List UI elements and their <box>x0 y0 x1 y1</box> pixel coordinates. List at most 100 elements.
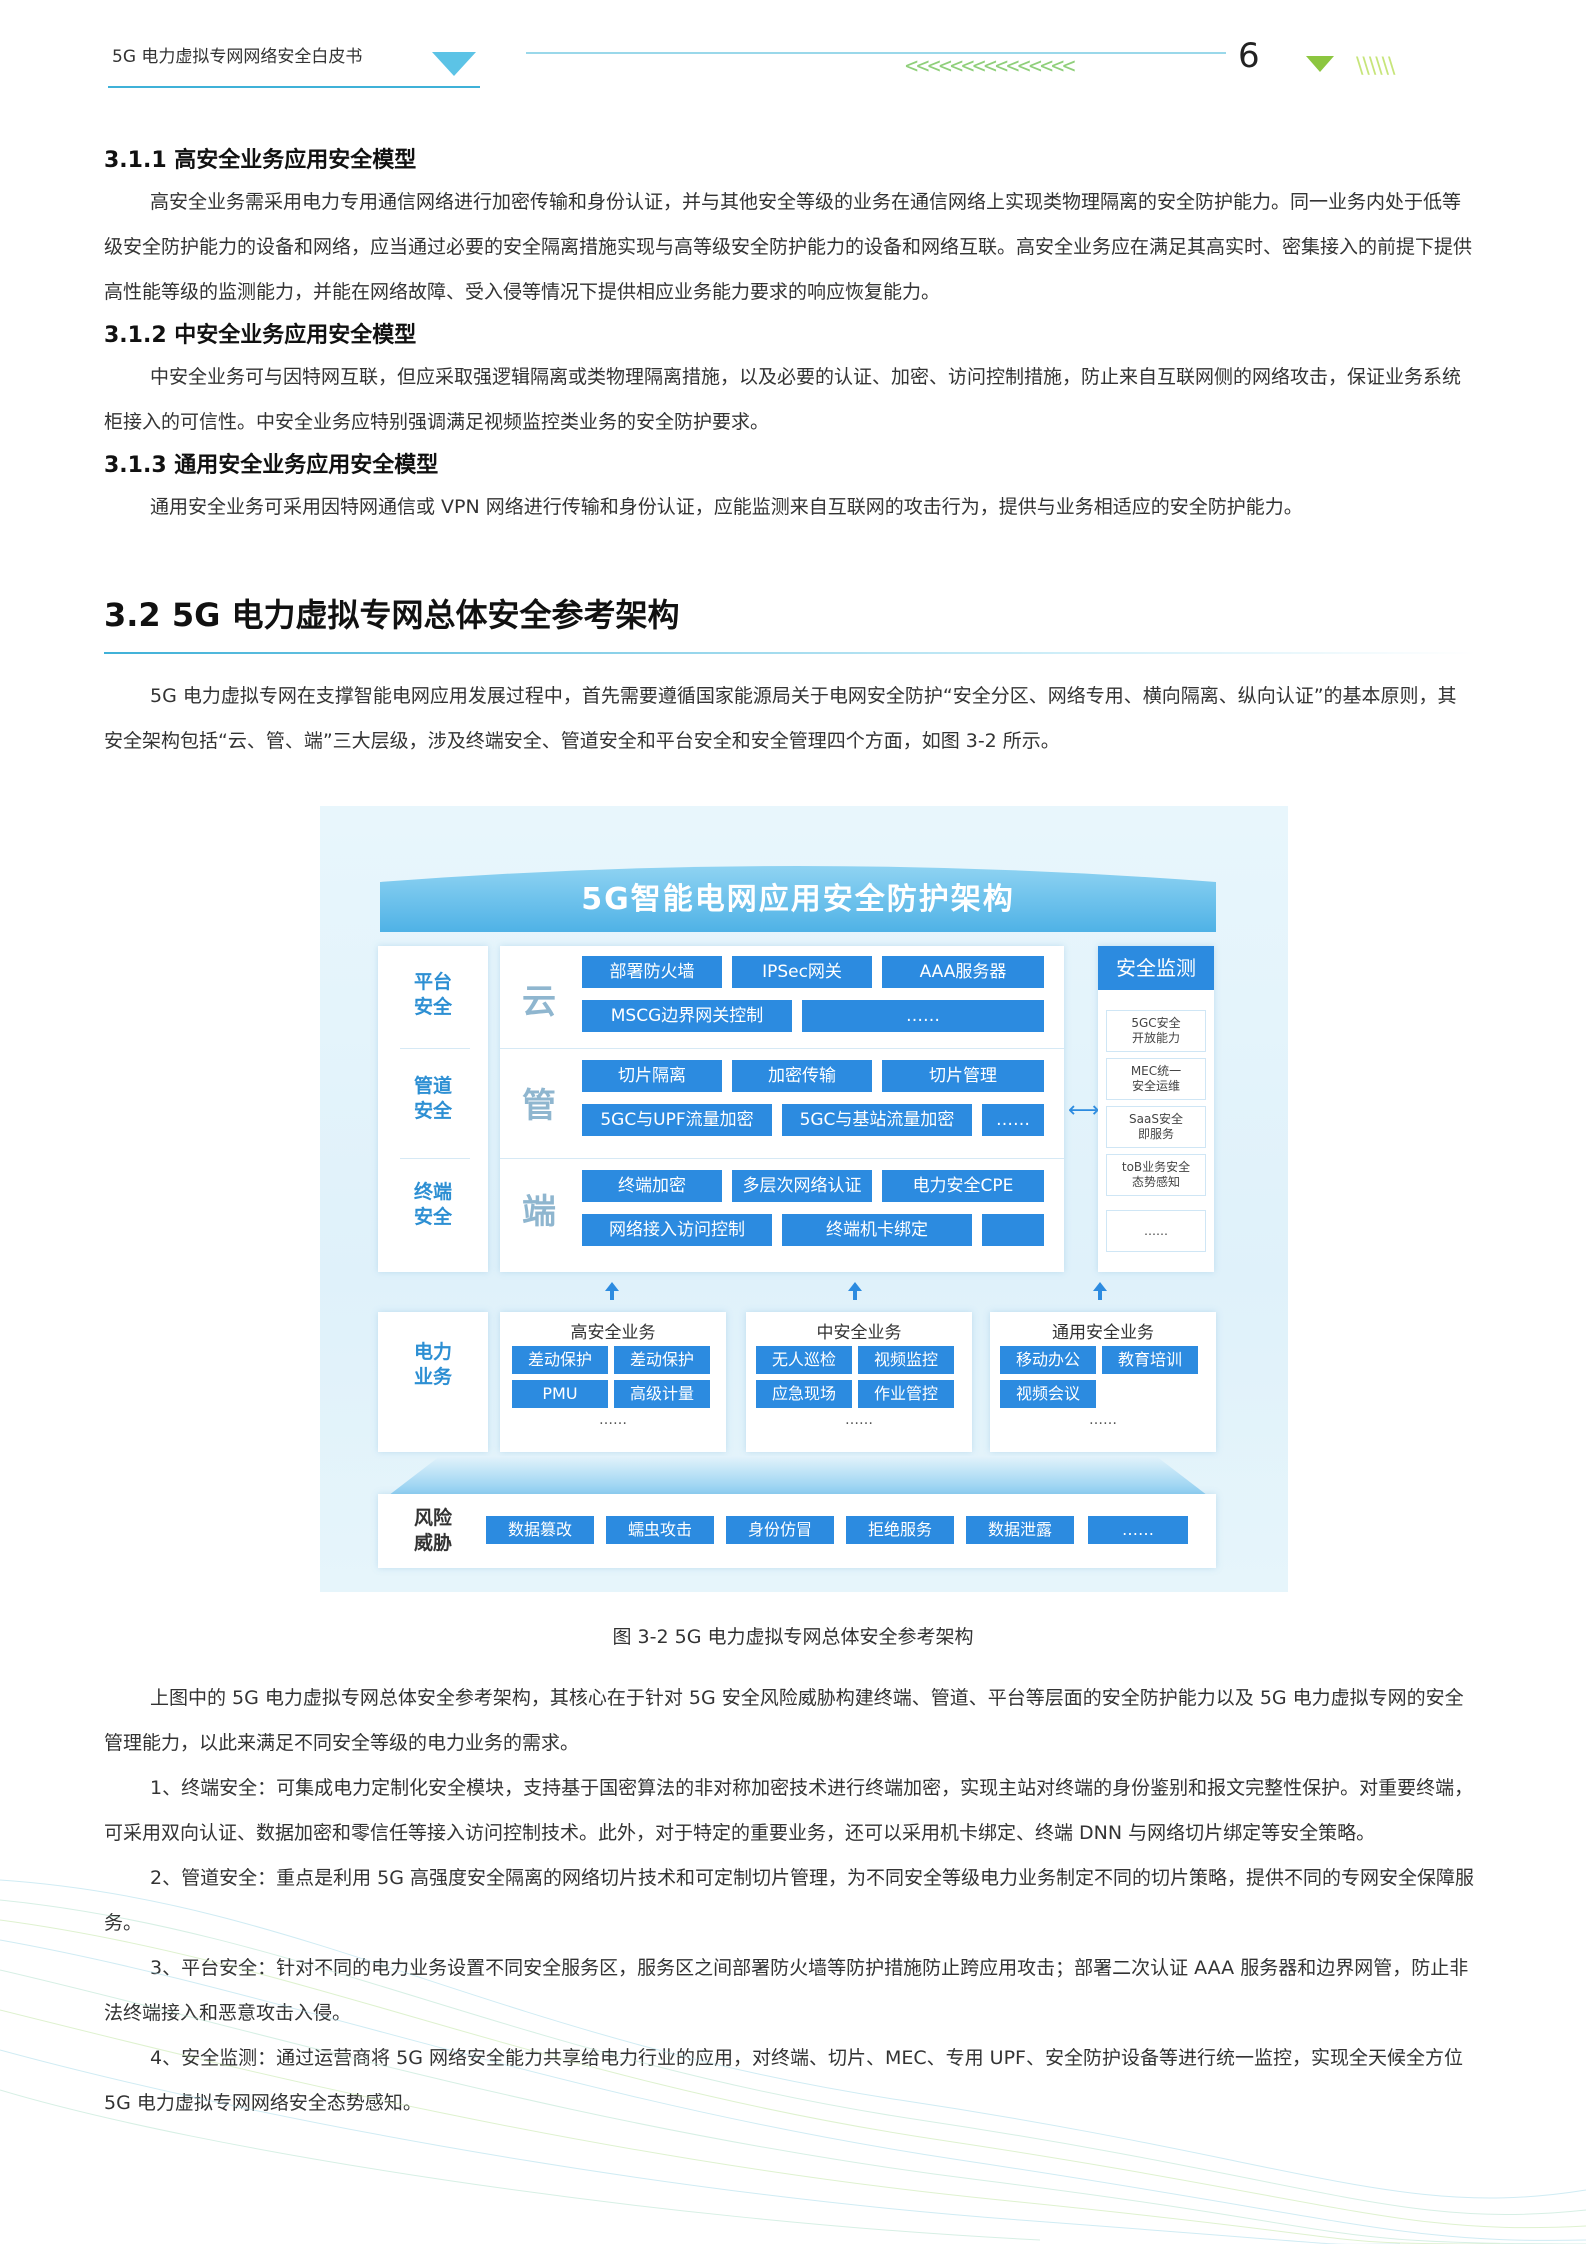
risk-glow-shape <box>380 1456 1216 1502</box>
risk-chip: 蠕虫攻击 <box>606 1516 714 1544</box>
biz-more: …… <box>599 1412 627 1428</box>
chip-aaa-server: AAA服务器 <box>882 956 1044 988</box>
chip-more: …… <box>982 1104 1044 1136</box>
biz-group-title: 中安全业务 <box>816 1323 902 1343</box>
architecture-diagram: 5G智能电网应用安全防护架构 平台 安全 管道 安全 终端 安全 云 管 端 部… <box>320 806 1288 1592</box>
row-divider <box>500 1158 1064 1159</box>
biz-chip: 作业管控 <box>858 1380 954 1408</box>
heading-3-1-3: 3.1.3 通用安全业务应用安全模型 <box>104 453 439 478</box>
header-slash-decoration: \\\\\\ <box>1356 54 1395 79</box>
layer-label-platform: 平台 安全 <box>413 971 452 1018</box>
risk-chip: 数据泄露 <box>966 1516 1074 1544</box>
risk-chip: …… <box>1088 1516 1188 1544</box>
paragraph: 通用安全业务可采用因特网通信或 VPN 网络进行传输和身份认证，应能监测来自互联… <box>150 496 1303 518</box>
biz-more: …… <box>845 1412 873 1428</box>
paragraph: 2、管道安全：重点是利用 5G 高强度安全隔离的网络切片技术和可定制切片管理，为… <box>104 1867 1474 1934</box>
chip-5gc-base: 5GC与基站流量加密 <box>782 1104 972 1136</box>
chip-more: …… <box>802 1000 1044 1032</box>
section-3-1-3: 3.1.3 通用安全业务应用安全模型 通用安全业务可采用因特网通信或 VPN 网… <box>104 447 1474 530</box>
chip-power-cpe: 电力安全CPE <box>882 1170 1044 1202</box>
risk-chip: 数据篡改 <box>486 1516 594 1544</box>
biz-chip: 教育培训 <box>1102 1346 1198 1374</box>
layer-label-column <box>378 946 488 1272</box>
row-divider <box>500 1048 1064 1049</box>
arrow-up-icon <box>1093 1282 1107 1291</box>
chip-slice-isolation: 切片隔离 <box>582 1060 722 1092</box>
chip-slice-management: 切片管理 <box>882 1060 1044 1092</box>
risk-label: 风险 威胁 <box>413 1507 452 1554</box>
chip-ipsec-gateway: IPSec网关 <box>732 956 872 988</box>
chip-multi-auth: 多层次网络认证 <box>732 1170 872 1202</box>
monitor-item: toB业务安全 态势感知 <box>1106 1154 1206 1196</box>
chip-blank <box>982 1214 1044 1246</box>
section-3-1-1: 3.1.1 高安全业务应用安全模型 高安全业务需采用电力专用通信网络进行加密传输… <box>104 142 1474 315</box>
paragraph: 高安全业务需采用电力专用通信网络进行加密传输和身份认证，并与其他安全等级的业务在… <box>104 191 1473 303</box>
chip-encrypted-transport: 加密传输 <box>732 1060 872 1092</box>
monitor-item: MEC统一 安全运维 <box>1106 1058 1206 1100</box>
layer-label-terminal: 终端 安全 <box>413 1181 452 1228</box>
chip-5gc-upf: 5GC与UPF流量加密 <box>582 1104 772 1136</box>
biz-group-title: 通用安全业务 <box>1052 1323 1154 1343</box>
chip-firewall: 部署防火墙 <box>582 956 722 988</box>
paragraph: 4、安全监测：通过运营商将 5G 网络安全能力共享给电力行业的应用，对终端、切片… <box>104 2047 1463 2114</box>
arrow-stem <box>853 1291 857 1300</box>
biz-chip: 移动办公 <box>1000 1346 1096 1374</box>
biz-chip: 差动保护 <box>614 1346 710 1374</box>
risk-chip: 拒绝服务 <box>846 1516 954 1544</box>
chip-mscg: MSCG边界网关控制 <box>582 1000 792 1032</box>
arrow-up-icon <box>848 1282 862 1291</box>
heading-3-2: 3.2 5G 电力虚拟专网总体安全参考架构 <box>104 596 680 634</box>
pipe-glyph: 管 <box>522 1086 556 1126</box>
arrow-stem <box>610 1291 614 1300</box>
biz-chip: 视频会议 <box>1000 1380 1096 1408</box>
risk-chip: 身份仿冒 <box>726 1516 834 1544</box>
chip-sim-binding: 终端机卡绑定 <box>782 1214 972 1246</box>
layer-label-pipe: 管道 安全 <box>413 1075 452 1122</box>
heading-3-1-1: 3.1.1 高安全业务应用安全模型 <box>104 148 417 173</box>
biz-chip: 差动保护 <box>512 1346 608 1374</box>
monitor-item: SaaS安全 即服务 <box>1106 1106 1206 1148</box>
biz-chip: PMU <box>512 1380 608 1408</box>
biz-chip: 视频监控 <box>858 1346 954 1374</box>
monitor-item: 5GC安全 开放能力 <box>1106 1010 1206 1052</box>
diagram-banner-title: 5G智能电网应用安全防护架构 <box>581 882 1015 917</box>
double-arrow-icon: ⟷ <box>1068 1098 1100 1123</box>
biz-more: …… <box>1089 1412 1117 1428</box>
paragraph: 中安全业务可与因特网互联，但应采取强逻辑隔离或类物理隔离措施，以及必要的认证、加… <box>104 366 1462 433</box>
terminal-glyph: 端 <box>522 1192 556 1232</box>
arrow-stem <box>1098 1291 1102 1300</box>
header-rule-right <box>526 52 1226 54</box>
power-biz-label-box <box>378 1312 488 1452</box>
heading-underline <box>104 652 1476 654</box>
power-biz-label: 电力 业务 <box>413 1341 452 1388</box>
paragraph: 1、终端安全：可集成电力定制化安全模块，支持基于国密算法的非对称加密技术进行终端… <box>104 1777 1474 1844</box>
paragraph: 3、平台安全：针对不同的电力业务设置不同安全服务区，服务区之间部署防火墙等防护措… <box>104 1957 1469 2024</box>
row-divider <box>400 1048 470 1049</box>
monitor-title: 安全监测 <box>1098 946 1214 990</box>
biz-chip: 应急现场 <box>756 1380 852 1408</box>
diagram-banner-shape <box>380 866 1216 932</box>
page-number: 6 <box>1238 36 1260 76</box>
section-3-1: 3.1.1 高安全业务应用安全模型 高安全业务需采用电力专用通信网络进行加密传输… <box>104 142 1474 530</box>
row-divider <box>400 1158 470 1159</box>
heading-3-1-2: 3.1.2 中安全业务应用安全模型 <box>104 323 417 348</box>
monitor-item: …… <box>1106 1210 1206 1252</box>
section-3-1-2: 3.1.2 中安全业务应用安全模型 中安全业务可与因特网互联，但应采取强逻辑隔离… <box>104 317 1474 445</box>
paragraph: 5G 电力虚拟专网在支撑智能电网应用发展过程中，首先需要遵循国家能源局关于电网安… <box>104 685 1457 752</box>
header-rule <box>108 86 480 88</box>
biz-chip: 高级计量 <box>614 1380 710 1408</box>
biz-group-title: 高安全业务 <box>570 1323 656 1343</box>
chip-access-control: 网络接入访问控制 <box>582 1214 772 1246</box>
cloud-glyph: 云 <box>522 982 556 1022</box>
closing-section: 上图中的 5G 电力虚拟专网总体安全参考架构，其核心在于针对 5G 安全风险威胁… <box>104 1676 1474 2126</box>
section-3-2-intro: 5G 电力虚拟专网在支撑智能电网应用发展过程中，首先需要遵循国家能源局关于电网安… <box>104 674 1474 764</box>
header-chevron-decoration: <<<<<<<<<<<<<<< <box>905 54 1076 79</box>
arrow-up-icon <box>605 1282 619 1291</box>
document-title: 5G 电力虚拟专网网络安全白皮书 <box>112 47 363 67</box>
figure-caption: 图 3-2 5G 电力虚拟专网总体安全参考架构 <box>612 1626 974 1648</box>
biz-chip: 无人巡检 <box>756 1346 852 1374</box>
chip-terminal-encrypt: 终端加密 <box>582 1170 722 1202</box>
header-triangle-icon <box>432 52 476 76</box>
paragraph: 上图中的 5G 电力虚拟专网总体安全参考架构，其核心在于针对 5G 安全风险威胁… <box>104 1687 1464 1754</box>
header-triangle-green-icon <box>1306 56 1334 72</box>
